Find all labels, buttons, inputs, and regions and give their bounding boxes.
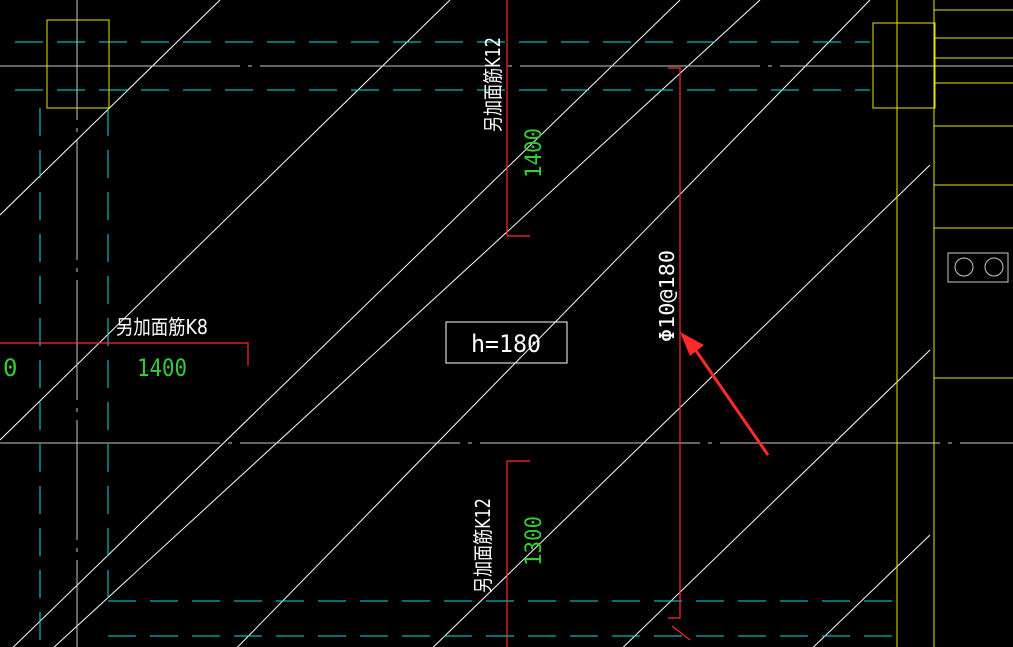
rebar-bottom-length: 1300 [522,516,547,566]
rebar-top-length: 1400 [522,128,547,178]
slab-hatch [0,0,931,647]
rebar-bottom-k12 [506,460,530,647]
axis-lines [15,41,893,647]
main-rebar-spec: Φ10@180 [655,250,679,342]
symbol-box-frame [947,252,1009,283]
rebar-top-label: 另加面筋K12 [481,37,505,132]
hatch-line [622,349,931,647]
beam-outlines [46,0,1013,647]
hatch-line [237,0,871,647]
rebar-left-cut-value: 0 [3,354,17,382]
annotation-arrow [680,332,770,456]
rebar-left-k8 [0,342,249,366]
rebar-lines [0,0,691,647]
circle-symbol-icon [984,257,1004,277]
circle-symbol-icon [954,257,974,277]
hatch-line [12,0,681,647]
rebar-top-k12 [506,0,530,237]
hatch-line [0,0,451,441]
slab-thickness-box [445,321,568,364]
rebar-bottom-label: 另加面筋K12 [471,498,495,593]
hatch-line [0,0,221,216]
hatch-line [432,164,931,647]
arrow-shaft [688,341,770,456]
hatch-line [812,534,931,647]
slab-thickness-text: h=180 [471,330,541,358]
rebar-left-length: 1400 [137,354,187,382]
rebar-left-label: 另加面筋K8 [116,315,208,339]
column-top-right [872,22,936,109]
symbol-box [947,252,1009,283]
column-top-left [46,19,110,109]
rebar-main-tick [671,625,691,641]
rebar-main-phi10 [668,67,681,619]
hatch-line [53,0,761,647]
arrow-head-icon [680,332,704,356]
